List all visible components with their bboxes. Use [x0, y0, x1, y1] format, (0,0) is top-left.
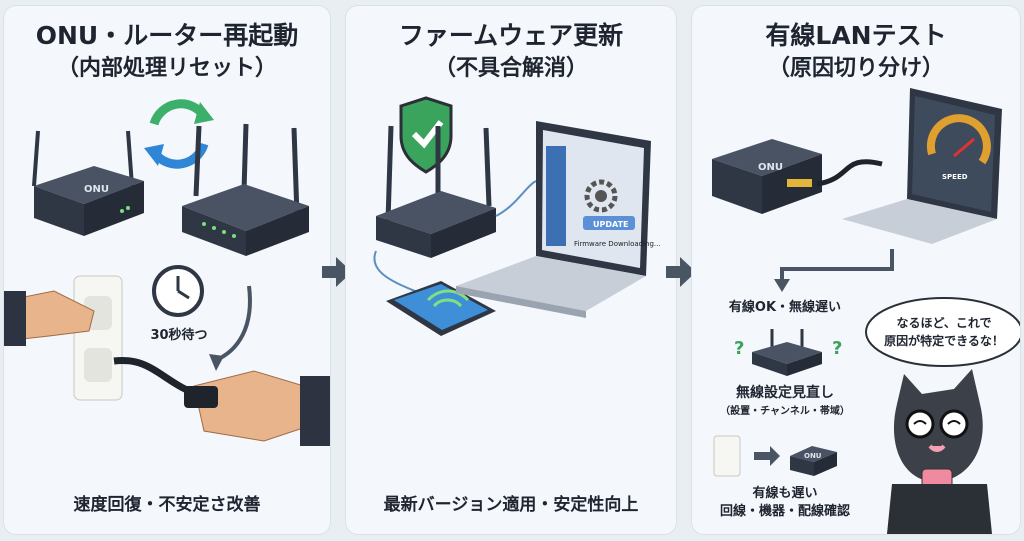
onu-device-icon [712, 139, 822, 214]
refresh-icon [144, 99, 214, 169]
laptop-icon [456, 121, 651, 318]
speed-label: SPEED [942, 173, 968, 181]
next-step-arrow-2 [666, 257, 696, 287]
panel-wired-test-title: 有線LANテスト [765, 21, 947, 50]
onu-device-icon [32, 130, 144, 236]
update-button [583, 216, 635, 230]
onu-label: ONU [84, 184, 109, 195]
power-plug-icon [184, 386, 218, 408]
panel-restart: ONU・ルーター再起動 （内部処理リセット） ONU [4, 6, 330, 534]
case1-detail: （設置・チャンネル・帯域） [720, 406, 850, 417]
panel-restart-subtitle: （内部処理リセット） [56, 56, 277, 81]
panel-restart-caption: 速度回復・不安定さ改善 [73, 495, 261, 515]
next-step-arrow-1 [322, 257, 352, 287]
restart-illustration: ONU [4, 99, 330, 446]
onu-device-icon-small [790, 446, 837, 476]
firmware-illustration: UPDATE Firmware Downloading... [373, 96, 661, 336]
router-icon [376, 125, 496, 258]
update-button-label: UPDATE [593, 220, 629, 229]
wait-label: 30秒待つ [150, 328, 208, 343]
case2-action: 回線・機器・配線確認 [719, 504, 850, 519]
panel-wired-test-subtitle: （原因切り分け） [767, 56, 944, 81]
hand-icon [4, 290, 330, 446]
panel-firmware: ファームウェア更新 （不具合解消） [346, 6, 676, 534]
right-arrow-icon [754, 446, 780, 466]
gear-icon [584, 179, 618, 213]
shield-check-icon [399, 96, 453, 174]
speech-text: なるほど、これで 原因が特定できるな！ [884, 316, 1004, 348]
wall-outlet-icon [713, 435, 741, 477]
router-icon [182, 123, 309, 256]
download-status: Firmware Downloading... [574, 240, 661, 248]
speech-bubble [865, 297, 1020, 367]
case1-action: 無線設定見直し [736, 385, 834, 401]
question-mark-icon: ? [734, 338, 744, 359]
cat-character-icon [887, 369, 992, 534]
panel-firmware-subtitle: （不具合解消） [433, 56, 588, 81]
clock-icon [152, 265, 204, 317]
panel-firmware-title: ファームウェア更新 [398, 21, 624, 50]
router-icon [752, 329, 822, 376]
wired-test-illustration: ONU SPEED ? ? [712, 88, 1020, 534]
case2-onu-label: ONU [804, 452, 822, 460]
panel-restart-title: ONU・ルーター再起動 [35, 21, 299, 50]
wall-outlet-icon [73, 275, 123, 401]
smartphone-icon [386, 281, 496, 336]
onu-label: ONU [758, 162, 783, 173]
case2-title: 有線も遅い [752, 486, 818, 501]
down-arrow-icon [780, 249, 894, 284]
panel-firmware-caption: 最新バージョン適用・安定性向上 [383, 495, 639, 515]
question-mark-icon: ? [832, 338, 842, 359]
laptop-icon [842, 88, 1002, 244]
panel-wired-test: 有線LANテスト （原因切り分け） ONU SPEED [692, 6, 1020, 534]
ethernet-cable-icon [816, 159, 883, 187]
case1-title: 有線OK・無線遅い [728, 300, 842, 315]
